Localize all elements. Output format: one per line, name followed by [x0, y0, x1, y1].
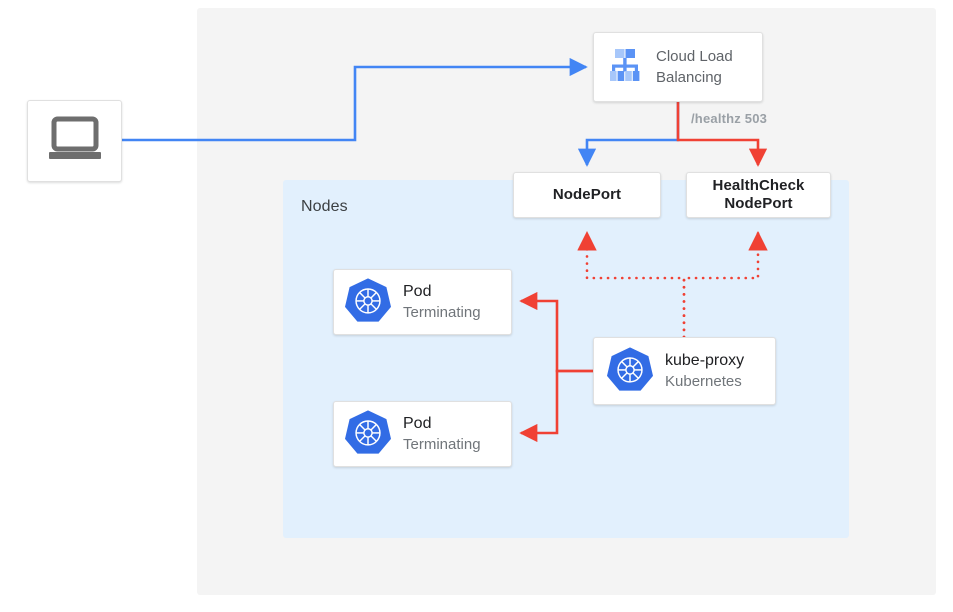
pod-status-2: Terminating — [403, 436, 481, 453]
cloud-load-balancing-label-line1: Cloud Load — [656, 48, 733, 65]
pod-node-2: Pod Terminating — [333, 401, 512, 467]
kubernetes-icon — [607, 346, 653, 397]
kube-proxy-node: kube-proxy Kubernetes — [593, 337, 776, 405]
healthcheck-nodeport-label-line1: HealthCheck — [712, 177, 805, 194]
kube-proxy-name: kube-proxy — [665, 352, 745, 369]
kubernetes-icon — [345, 409, 391, 460]
cloud-load-balancing-label-line2: Balancing — [656, 69, 722, 86]
nodeport-node: NodePort — [513, 172, 661, 218]
nodes-region-label: Nodes — [301, 198, 348, 215]
pod-status-1: Terminating — [403, 304, 481, 321]
healthcheck-nodeport-node: HealthCheck NodePort — [686, 172, 831, 218]
client-node — [27, 100, 122, 182]
pod-name-2: Pod — [403, 415, 432, 432]
laptop-icon — [45, 115, 105, 168]
kube-proxy-subtitle: Kubernetes — [665, 373, 742, 390]
kubernetes-icon — [345, 277, 391, 328]
pod-node-1: Pod Terminating — [333, 269, 512, 335]
pod-name-1: Pod — [403, 283, 432, 300]
healthcheck-nodeport-label-line2: NodePort — [724, 195, 793, 212]
cloud-load-balancing-node: Cloud Load Balancing — [593, 32, 763, 102]
cloud-load-balancing-icon — [604, 44, 646, 91]
nodeport-label: NodePort — [552, 186, 622, 203]
healthz-edge-label: /healthz 503 — [691, 111, 768, 126]
